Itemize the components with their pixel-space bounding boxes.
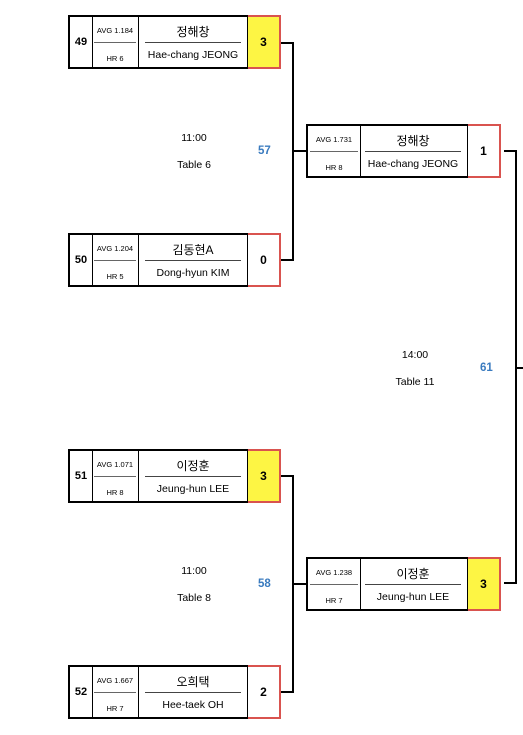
score-cell: 2 <box>248 665 281 719</box>
bracket-line <box>504 150 517 152</box>
player-name-english: Dong-hyun KIM <box>156 267 230 279</box>
player-name-korean: 오희택 <box>176 675 210 689</box>
player-name-korean: 이정훈 <box>396 567 430 581</box>
match-table: Table 11 <box>395 376 435 388</box>
score-cell: 3 <box>248 449 281 503</box>
hr-value: HR 8 <box>106 488 124 497</box>
player-box-52: 52 AVG 1.667 HR 7 오희택 Hee-taek OH 2 <box>68 665 281 719</box>
player-box-round2-57: AVG 1.731 HR 8 정해창 Hae-chang JEONG 1 <box>306 124 519 178</box>
player-stats: AVG 1.071 HR 8 <box>92 449 139 503</box>
player-name-english: Hae-chang JEONG <box>147 49 239 61</box>
player-names: 오희택 Hee-taek OH <box>139 665 248 719</box>
player-box-50: 50 AVG 1.204 HR 5 김동현A Dong-hyun KIM 0 <box>68 233 281 287</box>
hr-value: HR 7 <box>325 596 343 605</box>
player-box-51: 51 AVG 1.071 HR 8 이정훈 Jeung-hun LEE 3 <box>68 449 281 503</box>
player-name-english: Hae-chang JEONG <box>367 158 459 170</box>
bracket-line <box>281 475 293 477</box>
player-stats: AVG 1.184 HR 6 <box>92 15 139 69</box>
player-name-english: Jeung-hun LEE <box>156 483 230 495</box>
bracket-line <box>292 583 306 585</box>
player-stats: AVG 1.667 HR 7 <box>92 665 139 719</box>
player-box-round2-58: AVG 1.238 HR 7 이정훈 Jeung-hun LEE 3 <box>306 557 519 611</box>
player-names: 정해창 Hae-chang JEONG <box>139 15 248 69</box>
bracket-line <box>292 150 306 152</box>
player-stats: AVG 1.204 HR 5 <box>92 233 139 287</box>
player-stats: AVG 1.238 HR 7 <box>306 557 361 611</box>
player-names: 정해창 Hae-chang JEONG <box>359 124 468 178</box>
player-name-korean: 이정훈 <box>176 459 210 473</box>
score-cell: 3 <box>468 557 501 611</box>
player-names: 이정훈 Jeung-hun LEE <box>359 557 468 611</box>
avg-value: AVG 1.731 <box>315 135 353 144</box>
match-time: 11:00 <box>181 132 207 144</box>
bracket-line <box>281 42 293 44</box>
bracket-line <box>515 367 523 369</box>
player-name-korean: 정해창 <box>396 134 430 148</box>
match-table: Table 6 <box>177 159 211 171</box>
player-name-english: Jeung-hun LEE <box>376 591 450 603</box>
score-cell: 0 <box>248 233 281 287</box>
match-number: 58 <box>258 578 271 590</box>
avg-value: AVG 1.238 <box>315 568 353 577</box>
seed-number: 51 <box>68 449 93 503</box>
player-box-49: 49 AVG 1.184 HR 6 정해창 Hae-chang JEONG 3 <box>68 15 281 69</box>
match-time: 11:00 <box>181 565 207 577</box>
score-cell: 1 <box>468 124 501 178</box>
match-time: 14:00 <box>401 349 429 361</box>
bracket-line <box>504 582 517 584</box>
player-names: 김동현A Dong-hyun KIM <box>139 233 248 287</box>
hr-value: HR 8 <box>325 163 343 172</box>
player-stats: AVG 1.731 HR 8 <box>306 124 361 178</box>
player-name-korean: 김동현A <box>172 243 214 257</box>
bracket-line <box>281 691 293 693</box>
avg-value: AVG 1.184 <box>96 26 134 35</box>
seed-number: 52 <box>68 665 93 719</box>
match-number: 57 <box>258 145 271 157</box>
avg-value: AVG 1.071 <box>96 460 134 469</box>
hr-value: HR 7 <box>106 704 124 713</box>
hr-value: HR 5 <box>106 272 124 281</box>
player-name-english: Hee-taek OH <box>162 699 224 711</box>
seed-number: 49 <box>68 15 93 69</box>
hr-value: HR 6 <box>106 54 124 63</box>
player-names: 이정훈 Jeung-hun LEE <box>139 449 248 503</box>
match-number: 61 <box>480 362 493 374</box>
score-cell: 3 <box>248 15 281 69</box>
player-name-korean: 정해창 <box>176 25 210 39</box>
avg-value: AVG 1.667 <box>96 676 134 685</box>
seed-number: 50 <box>68 233 93 287</box>
match-table: Table 8 <box>177 592 211 604</box>
bracket-line <box>281 259 293 261</box>
avg-value: AVG 1.204 <box>96 244 134 253</box>
